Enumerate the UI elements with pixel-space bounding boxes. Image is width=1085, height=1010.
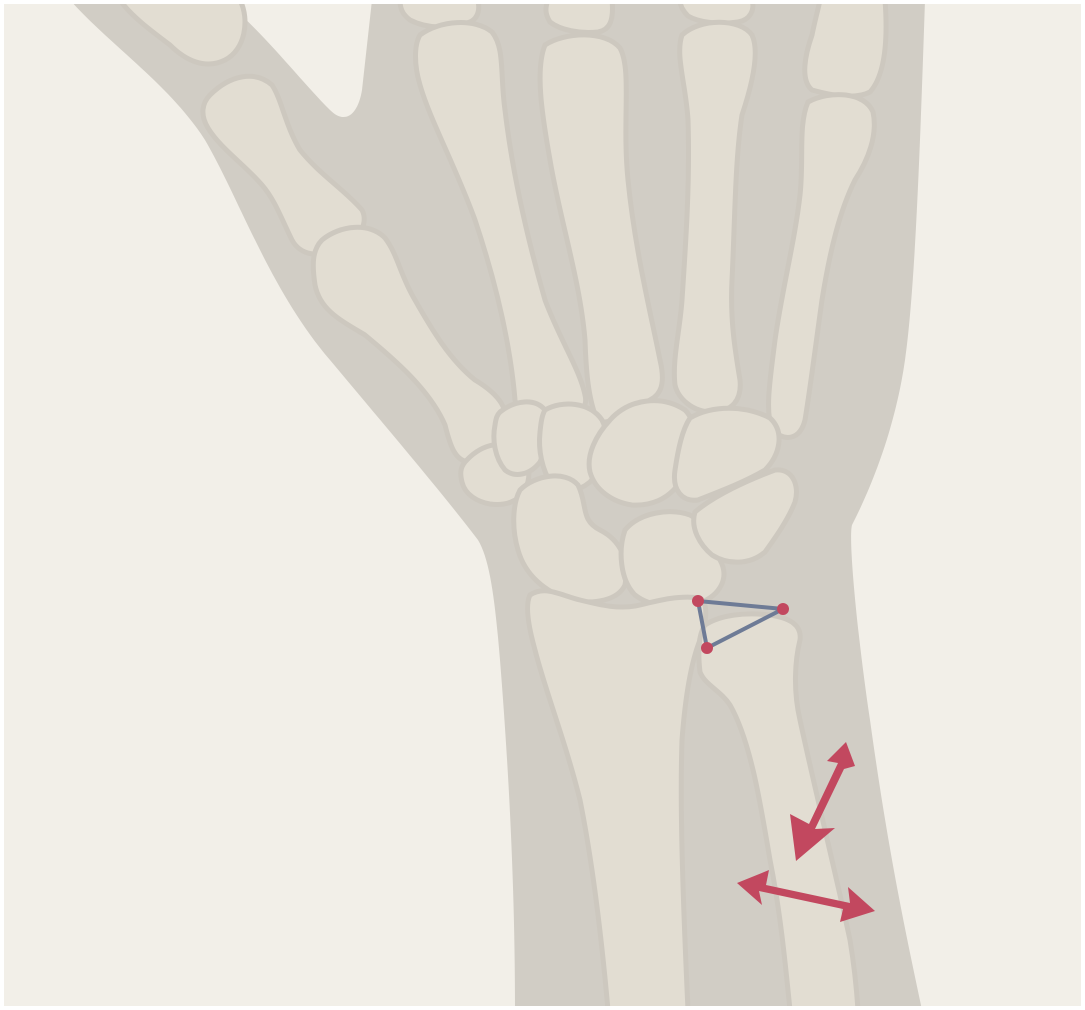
- little-proximal-phalanx: [805, 0, 886, 96]
- triangle-point-bottom: [701, 642, 713, 654]
- middle-proximal-phalanx: [546, 0, 613, 33]
- triangle-point-top-left: [692, 595, 704, 607]
- triangle-point-right: [777, 603, 789, 615]
